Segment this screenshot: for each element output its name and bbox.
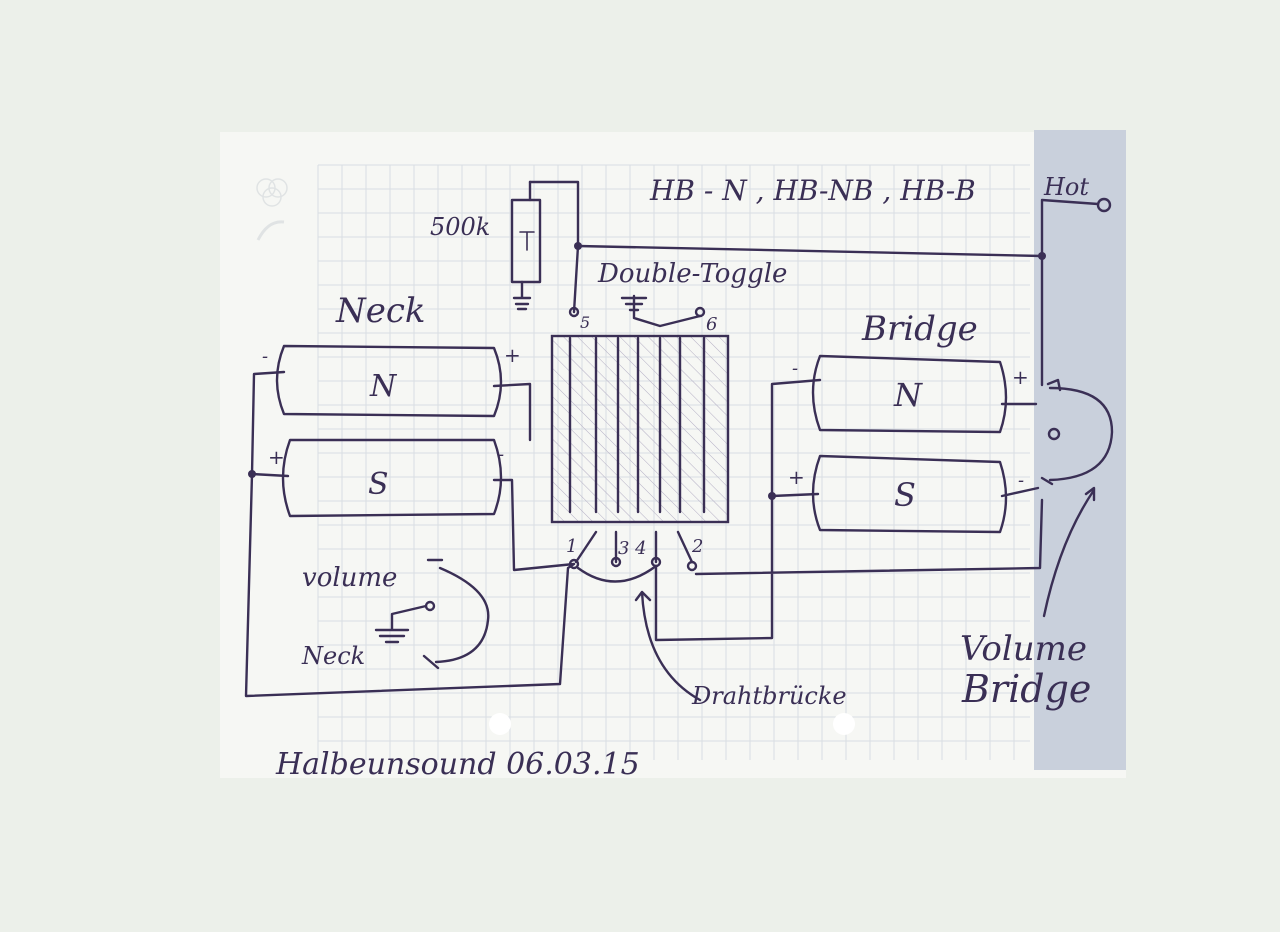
junction-dot bbox=[1038, 252, 1046, 260]
switch-lug-5 bbox=[568, 306, 580, 318]
punch-hole bbox=[489, 713, 511, 735]
jumper-wire bbox=[576, 564, 658, 583]
junction-dot bbox=[768, 492, 776, 500]
neck-s-minus: - bbox=[498, 444, 504, 465]
signature-date: Halbeunsound 06.03.15 bbox=[275, 747, 640, 782]
switch-lug-3 bbox=[610, 556, 622, 568]
hot-label: Hot bbox=[1043, 173, 1089, 201]
bridge-wiring bbox=[654, 378, 1044, 642]
hot-bus-wire bbox=[576, 198, 1100, 387]
bridge-coil-s bbox=[811, 454, 1008, 534]
neck-coil-s-label: S bbox=[368, 467, 389, 502]
bridge-label: Bridge bbox=[861, 309, 978, 349]
bridge-s-plus: + bbox=[788, 465, 805, 489]
bridge-n-minus: - bbox=[792, 358, 798, 379]
lug-2-label: 2 bbox=[691, 536, 703, 557]
neck-coil-s bbox=[281, 438, 503, 518]
bridge-coil-s-label: S bbox=[894, 476, 916, 514]
bridge-coil-n-label: N bbox=[893, 376, 923, 414]
volume-neck-pot bbox=[374, 558, 490, 670]
switch-ground-symbol bbox=[620, 294, 702, 328]
bridge-s-minus: - bbox=[1018, 470, 1024, 491]
pot-value-label: 500k bbox=[430, 213, 490, 241]
switch-bottom-legs bbox=[574, 530, 694, 564]
neck-coil-n-label: N bbox=[369, 369, 398, 404]
lug-5-label: 5 bbox=[580, 313, 590, 332]
modes-title: HB - N , HB-NB , HB-B bbox=[649, 174, 976, 207]
switch-label: Double-Toggle bbox=[597, 259, 787, 289]
switch-lug-6 bbox=[694, 306, 706, 318]
punch-hole bbox=[833, 713, 855, 735]
lug5-wire bbox=[572, 244, 580, 314]
neck-label: Neck bbox=[335, 291, 426, 331]
neck-n-plus: + bbox=[504, 343, 521, 367]
neck-coil-n bbox=[275, 344, 503, 418]
switch-lug-2 bbox=[686, 560, 698, 572]
junction-dot bbox=[248, 470, 256, 478]
neck-n-minus: - bbox=[262, 346, 268, 367]
jumper-label: Drahtbrücke bbox=[691, 682, 847, 710]
bridge-n-plus: + bbox=[1012, 365, 1029, 389]
volume-neck-label-2: Neck bbox=[301, 642, 365, 670]
volume-bridge-pointer bbox=[1042, 486, 1096, 618]
pot-500k bbox=[510, 180, 580, 311]
double-toggle-switch bbox=[550, 334, 730, 524]
printed-side-stripe bbox=[1034, 130, 1126, 770]
lug-34-label: 3 4 bbox=[618, 538, 647, 559]
jumper-pointer bbox=[634, 590, 702, 702]
volume-neck-label-1: volume bbox=[302, 563, 397, 593]
volume-bridge-label-2: Bridge bbox=[961, 667, 1091, 711]
faint-logo bbox=[256, 178, 288, 241]
volume-bridge-label-1: Volume bbox=[960, 629, 1087, 669]
volume-bridge-pot bbox=[1040, 378, 1114, 486]
neck-s-plus: + bbox=[268, 445, 285, 469]
neck-wiring bbox=[244, 370, 576, 698]
lug-1-label: 1 bbox=[566, 536, 577, 557]
lug-6-label: 6 bbox=[706, 314, 717, 335]
